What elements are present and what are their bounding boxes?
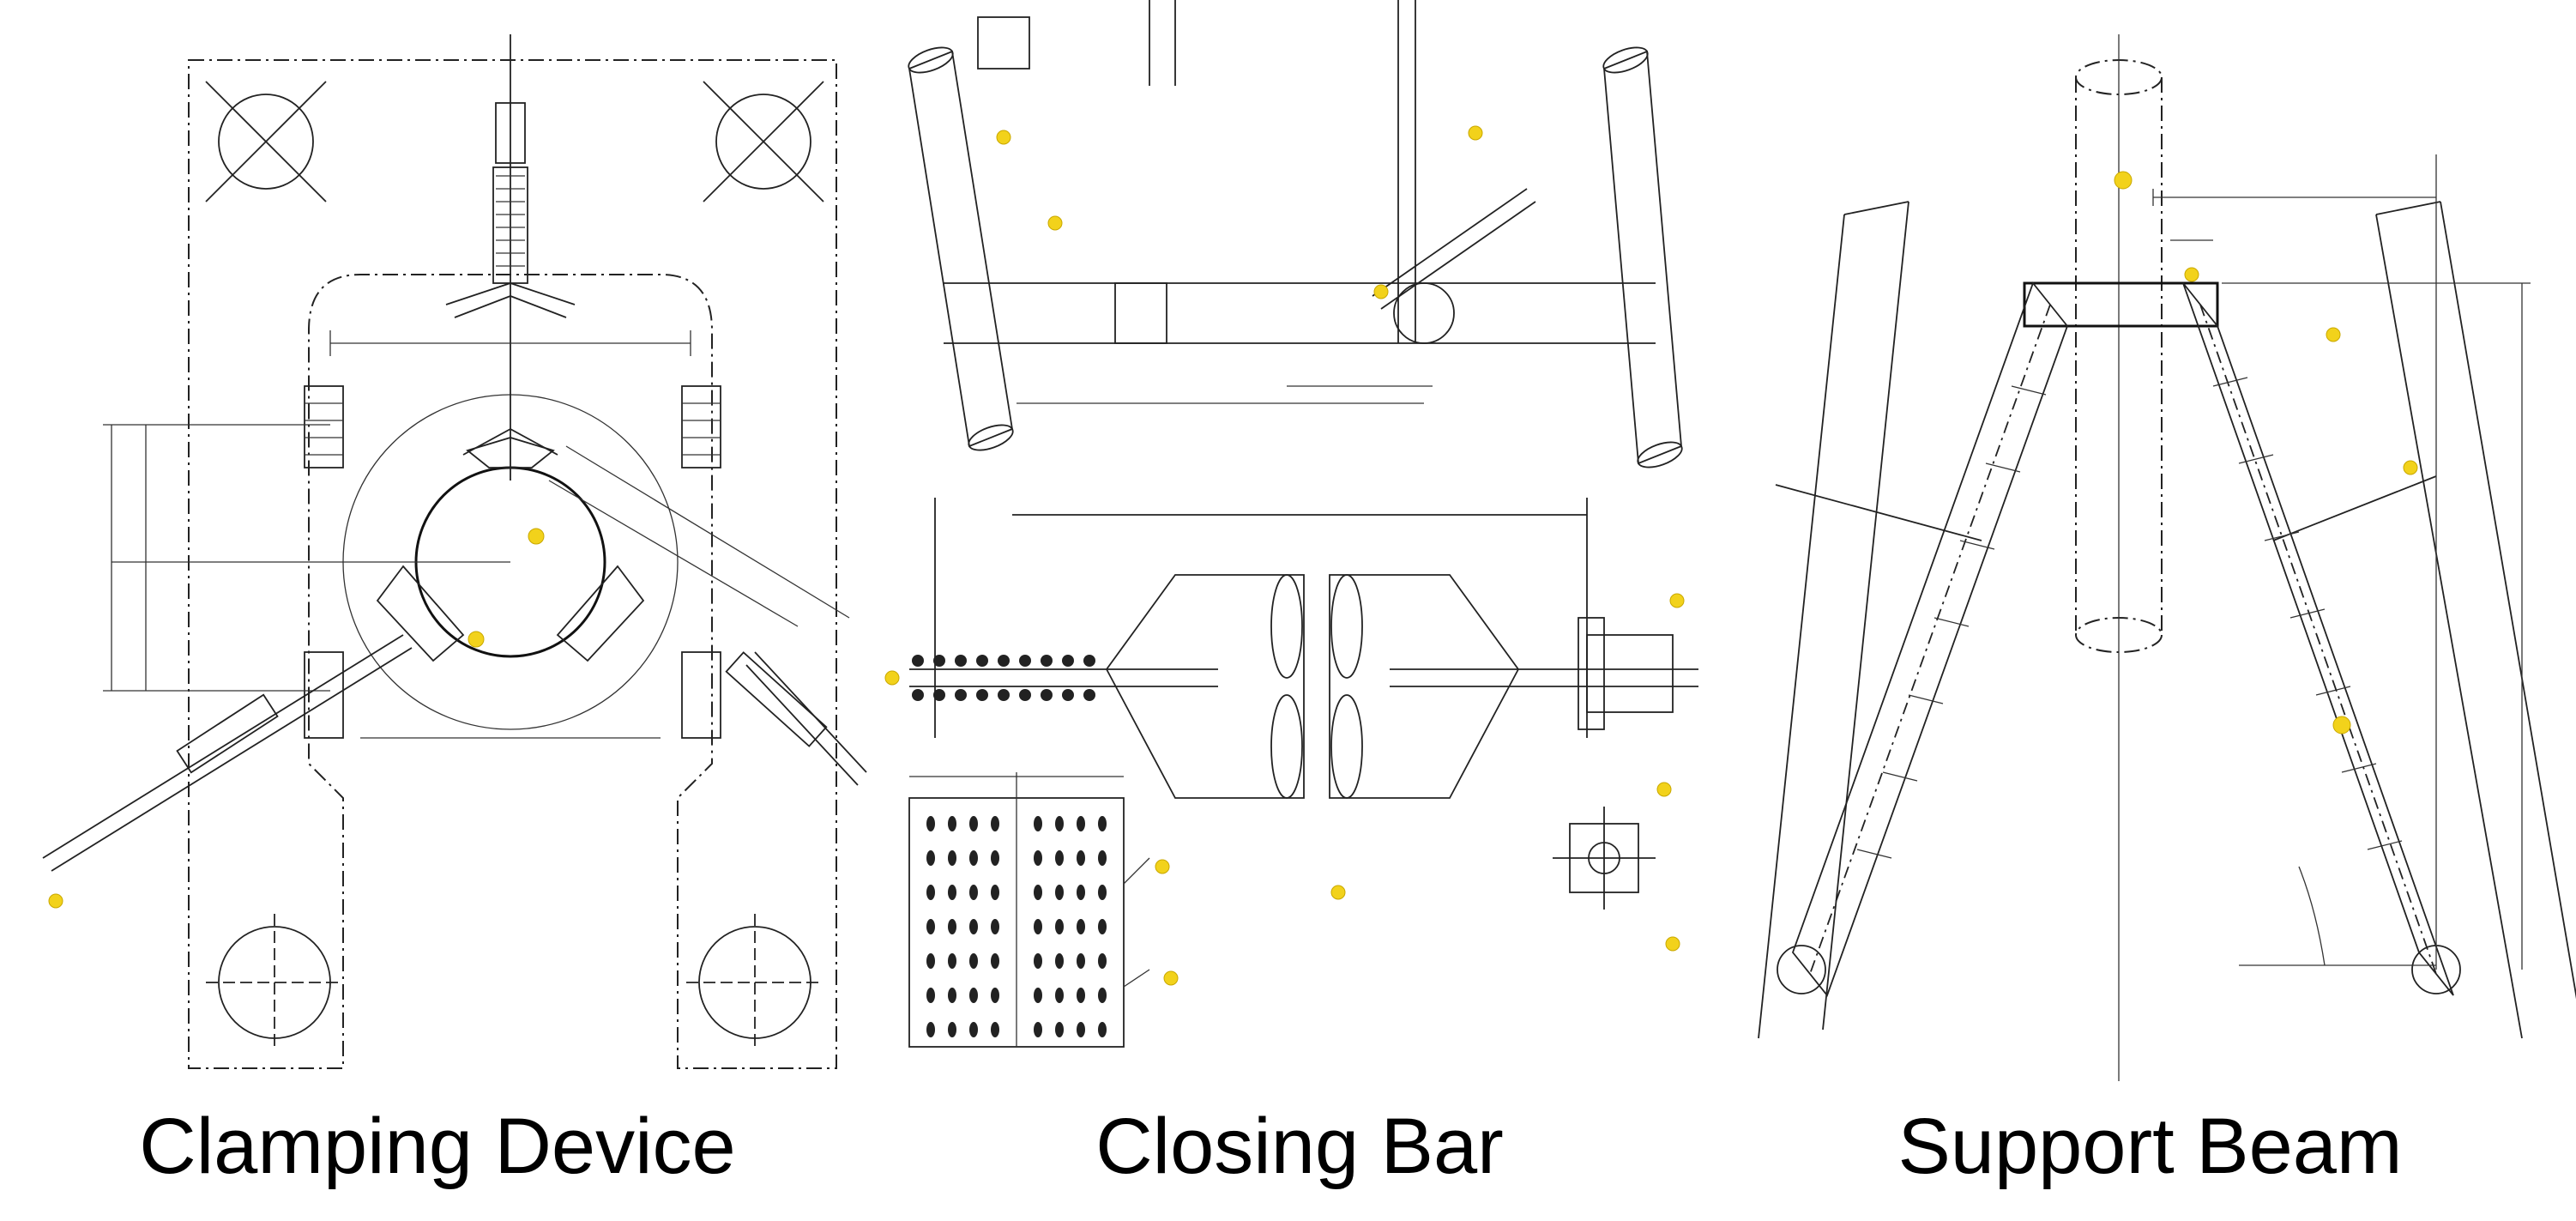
- support-beam-panel: Support Beam: [1724, 0, 2576, 1221]
- clamping-device-drawing: [42, 34, 867, 1069]
- support-beam-caption: Support Beam: [1897, 1103, 2403, 1190]
- closing-bar-panel: Closing Bar: [875, 0, 1724, 1221]
- hole-grid: [926, 816, 1107, 1037]
- closing-bar-caption: Closing Bar: [1095, 1103, 1504, 1190]
- support-beam-drawing: [1758, 34, 2576, 1081]
- clamping-device-caption: Clamping Device: [139, 1103, 736, 1190]
- clamping-device-panel: Clamping Device: [0, 0, 875, 1221]
- bolt-row: [912, 655, 1095, 701]
- closing-bar-drawing: [884, 0, 1698, 1048]
